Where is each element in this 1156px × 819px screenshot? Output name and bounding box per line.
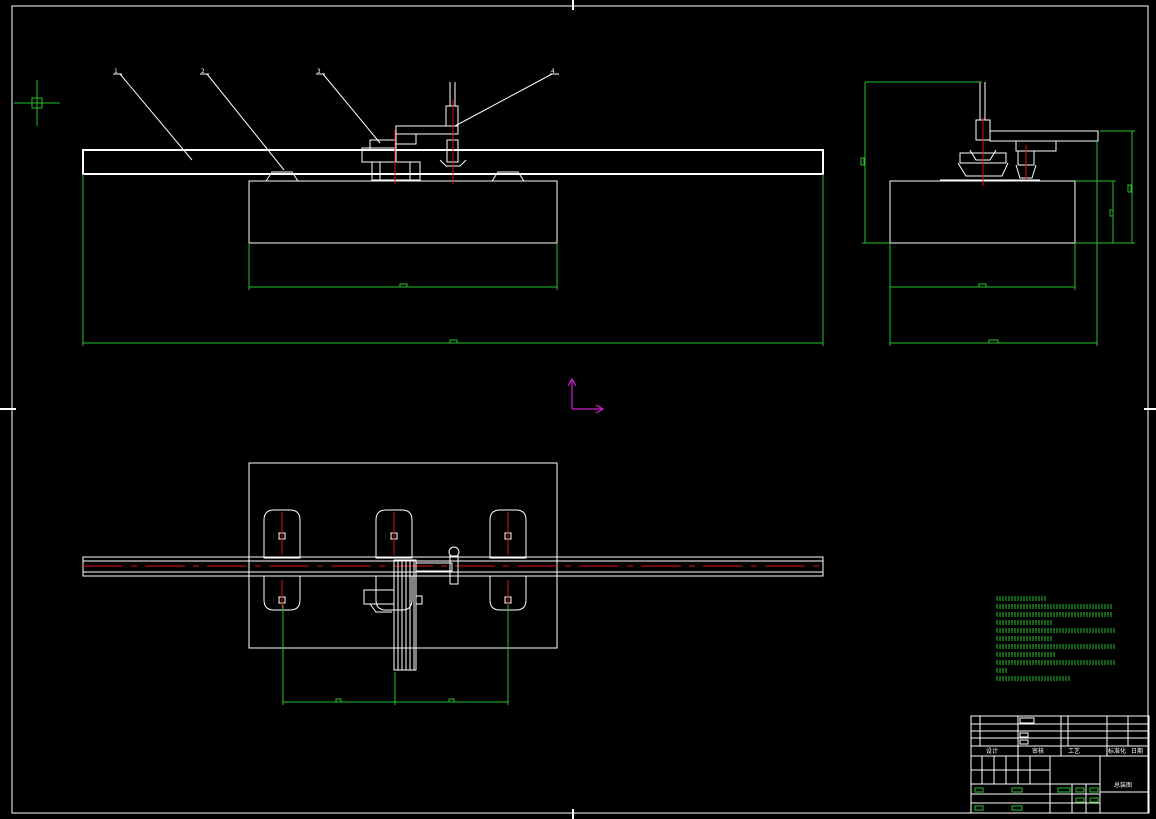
side-dimensions: [860, 81, 1135, 346]
top-base-table: [248, 462, 558, 649]
balloon-2: 2: [201, 68, 205, 75]
side-base-table: [889, 180, 1076, 244]
drawing-name: 总装图: [1114, 781, 1132, 789]
manipulator-side: [940, 82, 1099, 186]
tb-designer-label: 设计: [986, 747, 998, 755]
balloon-3: 3: [317, 68, 321, 75]
balloon-4: 4: [551, 68, 555, 75]
manipulator-front: [361, 82, 467, 184]
top-view[interactable]: [82, 462, 824, 705]
base-table: [248, 180, 558, 244]
tb-process-label: 工艺: [1068, 747, 1080, 755]
ucs-axis-icon: [567, 377, 605, 414]
side-view[interactable]: [860, 81, 1135, 346]
top-dimensions: [282, 605, 509, 705]
front-view[interactable]: 1 2 3 4: [82, 68, 824, 346]
front-dimensions: [82, 174, 824, 346]
top-carriage: [363, 546, 460, 671]
balloon-1: 1: [114, 68, 118, 75]
technical-notes: [996, 596, 1115, 681]
top-rail: [82, 556, 824, 577]
tb-standard-label: 标准化: [1108, 747, 1126, 755]
title-block[interactable]: 设计 审核 工艺 标准化 日期 总装图: [970, 715, 1150, 814]
cursor-crosshair-icon: [14, 80, 60, 126]
tb-date-label: 日期: [1131, 747, 1143, 755]
balloon-leaders: 1 2 3 4: [113, 68, 559, 171]
tb-reviewer-label: 审核: [1032, 747, 1044, 755]
